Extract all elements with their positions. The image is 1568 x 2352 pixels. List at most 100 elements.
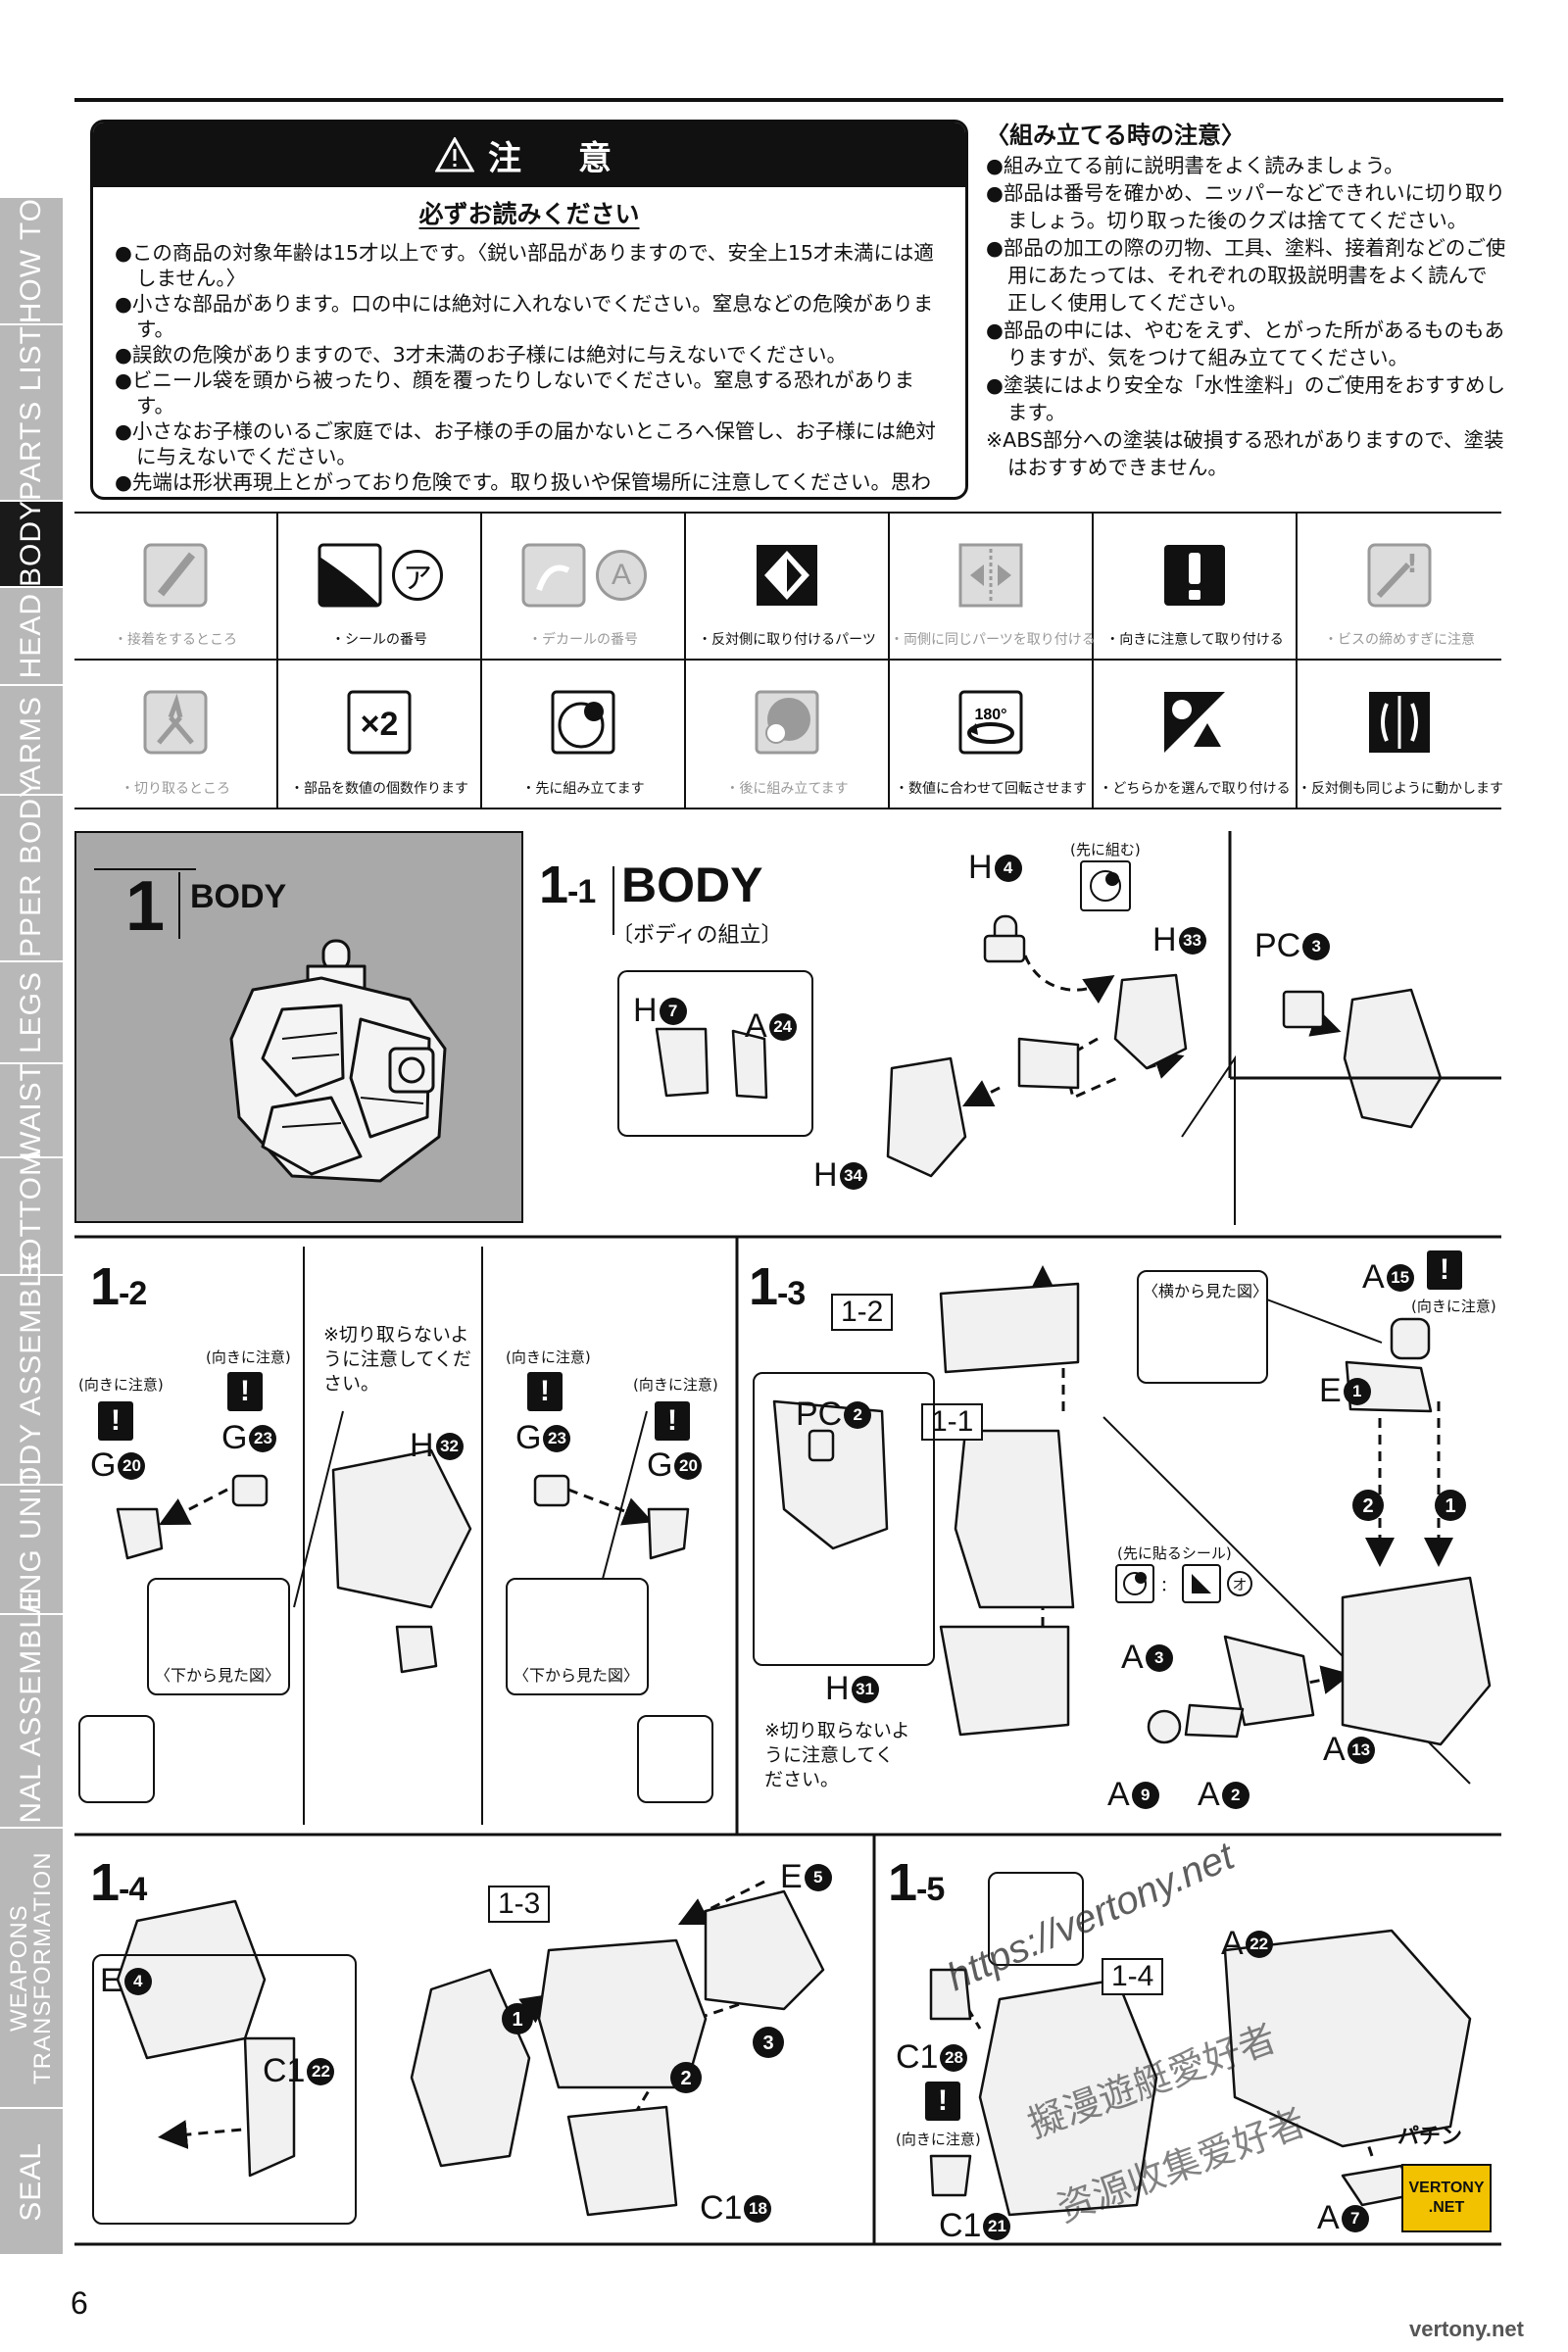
step-1-3-number: 1-3 bbox=[749, 1257, 806, 1316]
orientation-note-right-2: (向きに注意) bbox=[633, 1376, 718, 1394]
legend-label: ・切り取るところ bbox=[121, 781, 230, 797]
exclamation-icon: ! bbox=[655, 1401, 690, 1441]
svg-text:1: 1 bbox=[512, 2009, 522, 2031]
legend-label: ・ビスの締めすぎに注意 bbox=[1324, 632, 1475, 648]
step-1-5-number: 1-5 bbox=[888, 1853, 945, 1912]
vertony-badge: VERTONY.NET bbox=[1401, 2164, 1492, 2232]
nav-tab-legs[interactable]: LEGS bbox=[0, 960, 63, 1062]
detail-left bbox=[78, 1715, 155, 1803]
snap-sound-label: パチン bbox=[1397, 2125, 1463, 2149]
section-number: 1 bbox=[125, 867, 166, 946]
legend-label: ・数値に合わせて回転させます bbox=[895, 781, 1087, 797]
nav-tab-weapons-transformation[interactable]: WEAPONS TRANSFORMATION bbox=[0, 1827, 63, 2107]
caution-item: ●この商品の対象年齢は15才以上です。〈鋭い部品がありますので、安全上15才未満… bbox=[115, 241, 934, 290]
nav-tab-head[interactable]: HEAD bbox=[0, 586, 63, 684]
nav-tab-final-assemble[interactable]: FINAL ASSEMBLE bbox=[0, 1591, 63, 1851]
caution-item: ●誤飲の危険がありますので、3才未満のお子様には絶対に与えないでください。 bbox=[115, 343, 847, 367]
step-1-4-number: 1-4 bbox=[90, 1853, 147, 1912]
legend-cell: ・両側に同じパーツを取り付ける bbox=[890, 514, 1096, 661]
sticker-first-icons: ： オ bbox=[1115, 1564, 1253, 1603]
svg-text:180°: 180° bbox=[974, 707, 1006, 723]
step-1-4-subassembly bbox=[92, 1954, 357, 2225]
nav-tab-how-to[interactable]: HOW TO bbox=[0, 196, 63, 323]
assembly-note-item: ●部品は番号を確かめ、ニッパーなどできれいに切り取りましょう。切り取った後のクズ… bbox=[986, 181, 1505, 232]
exclamation-icon: ! bbox=[227, 1372, 263, 1411]
legend-cell: ・反対側に取り付けるパーツ bbox=[686, 514, 890, 661]
step-1-3-subassembly bbox=[753, 1372, 935, 1666]
step-1-1-title: BODY bbox=[621, 858, 763, 912]
warning-triangle-icon bbox=[435, 137, 474, 172]
nav-tab-bottom[interactable]: BOTTOM bbox=[0, 1151, 63, 1282]
orientation-note-1-3: (向きに注意) bbox=[1411, 1298, 1496, 1315]
assembly-notes: 〈組み立てる時の注意〉 ●組み立てる前に説明書をよく読みましょう。●部品は番号を… bbox=[986, 116, 1507, 481]
nav-tab-waist[interactable]: WAIST bbox=[0, 1062, 63, 1158]
step-1-1-number: 1-1 bbox=[539, 856, 596, 914]
svg-text:2: 2 bbox=[1362, 1495, 1373, 1517]
sticker-glyph: オ bbox=[1227, 1571, 1253, 1596]
cut-note-1-2: ※切り取らないように注意してください。 bbox=[323, 1324, 471, 1395]
rotate-icon: 180° bbox=[890, 680, 1092, 764]
section-title: BODY bbox=[190, 878, 287, 915]
legend-cell: A・デカールの番号 bbox=[482, 514, 686, 661]
orientation-note-right: (向きに注意) bbox=[506, 1348, 591, 1366]
orientation-note-left-2: (向きに注意) bbox=[206, 1348, 291, 1366]
side-view: 〈横から見た図〉 bbox=[1137, 1270, 1268, 1384]
glue-brush-icon bbox=[74, 533, 276, 617]
nav-tab-body-assemble[interactable]: BODY ASSEMBLE bbox=[0, 1250, 63, 1510]
assemble-first-note: (先に組む) bbox=[1070, 841, 1141, 858]
caution-header: 注 意 bbox=[93, 122, 965, 187]
exclamation-icon: ! bbox=[98, 1401, 133, 1441]
detail-right bbox=[637, 1715, 713, 1803]
assembly-note-item: ●部品の加工の際の刃物、工具、塗料、接着剤などのご使用にあたっては、それぞれの取… bbox=[986, 236, 1506, 315]
step-1-5-detail bbox=[988, 1872, 1084, 1966]
nav-tab-upper-body[interactable]: UPPER BODY bbox=[0, 777, 63, 979]
ref-1-2: 1-2 bbox=[831, 1294, 894, 1331]
nav-tab-arms[interactable]: ARMS bbox=[0, 684, 63, 794]
ref-1-4: 1-4 bbox=[1102, 1958, 1164, 1995]
legend-cell: ・反対側も同じように動かします bbox=[1298, 661, 1503, 808]
legend-cell: !・ビスの締めすぎに注意 bbox=[1298, 514, 1501, 661]
nav-tab-wing-unit[interactable]: WING UNIT bbox=[0, 1467, 63, 1633]
legend-label: ・部品を数値の個数作ります bbox=[290, 781, 468, 797]
legend-label: ・デカールの番号 bbox=[528, 632, 638, 648]
legend-label: ・シールの番号 bbox=[331, 632, 427, 648]
caution-box: 注 意 必ずお読みください ●この商品の対象年齢は15才以上です。〈鋭い部品があ… bbox=[90, 120, 968, 500]
exclamation-icon: ! bbox=[1427, 1250, 1462, 1290]
legend-cell: ・後に組み立てます bbox=[686, 661, 890, 808]
opposite-side-icon bbox=[686, 533, 888, 617]
legend-label: ・両側に同じパーツを取り付ける bbox=[890, 632, 1096, 648]
caution-subtitle: 必ずお読みください bbox=[418, 200, 640, 228]
assembly-notes-list: ●組み立てる前に説明書をよく読みましょう。●部品は番号を確かめ、ニッパーなどでき… bbox=[986, 152, 1507, 481]
caution-item: ●小さなお子様のいるご家庭では、お子様の手の届かないところへ保管し、お子様には絶… bbox=[115, 419, 936, 468]
assemble-first-icon bbox=[482, 680, 684, 764]
exclamation-icon: ! bbox=[527, 1372, 563, 1411]
move-same-icon bbox=[1298, 680, 1501, 764]
nav-tab-seal[interactable]: SEAL bbox=[0, 2107, 63, 2254]
nav-tab-parts-list[interactable]: PARTS LIST bbox=[0, 323, 63, 500]
legend-cell: 180° ・数値に合わせて回転させます bbox=[890, 661, 1094, 808]
exclamation-icon bbox=[1094, 533, 1296, 617]
legend-label: ・反対側に取り付けるパーツ bbox=[698, 632, 876, 648]
nav-tab-body[interactable]: BODY bbox=[0, 500, 63, 588]
svg-text:×2: ×2 bbox=[361, 706, 399, 743]
svg-text:2: 2 bbox=[680, 2068, 691, 2089]
legend-label: ・先に組み立てます bbox=[521, 781, 645, 797]
